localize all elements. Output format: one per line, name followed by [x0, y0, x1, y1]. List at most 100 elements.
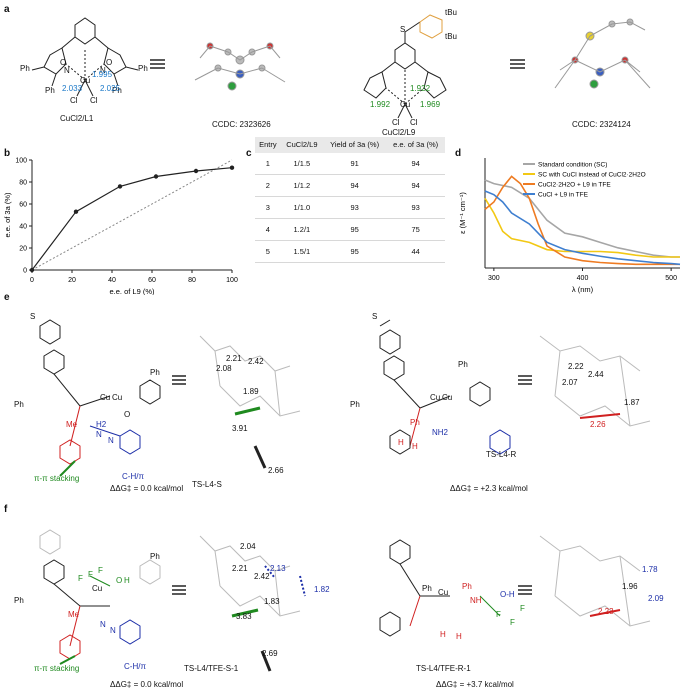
atom-Ph: Ph	[150, 552, 160, 561]
atom-Ph: Ph	[462, 582, 472, 591]
distance: 2.13	[270, 564, 286, 573]
series-line	[484, 179, 680, 258]
x-tick-label: 40	[108, 277, 116, 284]
atom-N: N	[100, 66, 106, 75]
cell: 1/1.2	[280, 174, 323, 197]
distance: 2.21	[232, 564, 248, 573]
atom-H: H	[456, 632, 462, 641]
panel-f-structures	[39, 529, 651, 672]
cell: 93	[386, 196, 445, 219]
bond-length: 1.992	[370, 100, 391, 109]
atom-Cu: Cu	[400, 100, 411, 109]
cell: 94	[386, 153, 445, 175]
cell: 3	[255, 196, 281, 219]
bond-length: 2.025	[100, 84, 121, 93]
distance: 2.66	[268, 466, 284, 475]
cell: 93	[322, 196, 387, 219]
ts-label: TS-L4/TFE-R-1	[416, 664, 471, 673]
bond-length: 1.995	[92, 70, 113, 79]
y-tick-label: 80	[19, 180, 27, 187]
panel-label-f: f	[4, 504, 8, 515]
x-tick-label: 20	[68, 277, 76, 284]
atom-Ph: Ph	[112, 86, 122, 95]
panel-label-e: e	[4, 292, 10, 303]
x-tick-label: 80	[188, 277, 196, 284]
distance: 1.96	[622, 582, 638, 591]
atom-N: N	[64, 66, 70, 75]
cell: 95	[322, 240, 387, 263]
cell: 1	[255, 153, 281, 175]
atom-Ph: Ph	[20, 64, 30, 73]
y-tick-label: 40	[19, 224, 27, 231]
data-point	[193, 168, 199, 174]
atom-N: N	[110, 626, 116, 635]
atom-Cu: Cu	[438, 588, 449, 597]
atom-H2: H2	[96, 420, 107, 429]
atom-F: F	[510, 618, 515, 627]
atom-Ph: Ph	[150, 368, 160, 377]
series-line	[484, 197, 680, 258]
distance: 1.89	[243, 387, 259, 396]
atom-Cu: Cu	[112, 393, 123, 402]
atom-F: F	[496, 610, 501, 619]
atom-Ph: Ph	[14, 400, 24, 409]
y-tick-label: 0	[23, 268, 27, 275]
atom-Cu: Cu	[442, 393, 453, 402]
atom-Cu: Cu	[100, 393, 111, 402]
distance: 2.42	[248, 357, 264, 366]
y-axis-label: e.e. of 3a (%)	[3, 192, 12, 238]
series-line	[484, 190, 681, 266]
complex-label: CuCl2/L9	[382, 128, 416, 137]
atom-F: F	[520, 604, 525, 613]
distance: 2.42	[254, 572, 270, 581]
atom-Me: Me	[68, 610, 80, 619]
x-tick-label: 300	[488, 275, 500, 282]
cell: 5	[255, 240, 281, 263]
series-line	[484, 175, 680, 266]
atom-Cu: Cu	[92, 584, 103, 593]
ddg-label: ΔΔG‡ = 0.0 kcal/mol	[110, 680, 184, 689]
x-tick-label: 60	[148, 277, 156, 284]
diagonal-reference	[31, 159, 233, 271]
distance: 1.78	[642, 565, 658, 574]
atom-Ph: Ph	[410, 418, 420, 427]
distance: 2.08	[216, 364, 232, 373]
col-header: e.e. of 3a (%)	[386, 137, 445, 153]
distance: 2.44	[588, 370, 604, 379]
series-line	[31, 167, 233, 271]
atom-NH: NH	[470, 596, 482, 605]
distance: 2.69	[262, 649, 278, 658]
atom-Cl: Cl	[90, 96, 98, 105]
ts-label: TS-L4/TFE-S-1	[184, 664, 239, 673]
bond-length: 1.969	[420, 100, 441, 109]
distance: 1.87	[624, 398, 640, 407]
legend-label: SC with CuCl instead of CuCl2·2H2O	[538, 172, 646, 179]
distance: 2.07	[562, 378, 578, 387]
atom-H: H	[398, 438, 404, 447]
atom-Cu: Cu	[80, 76, 91, 85]
cell: 94	[386, 174, 445, 197]
atom-S: S	[372, 312, 378, 321]
atom-NH2: NH2	[432, 428, 449, 437]
atom-S: S	[400, 25, 406, 34]
ccdc-label: CCDC: 2324124	[572, 120, 631, 129]
ccdc-label: CCDC: 2323626	[212, 120, 271, 129]
distance: 2.23	[598, 607, 614, 616]
atom-Ph: Ph	[138, 64, 148, 73]
atom-F: F	[98, 566, 103, 575]
atom-N: N	[108, 436, 114, 445]
atom-Ph: Ph	[350, 400, 360, 409]
pi-stacking-note: π-π stacking	[34, 474, 80, 483]
atom-O: O	[60, 58, 67, 67]
x-tick-label: 500	[665, 275, 677, 282]
cell: 94	[322, 174, 387, 197]
panel-label-b: b	[4, 148, 11, 159]
x-tick-label: 0	[30, 277, 34, 284]
col-header: Entry	[255, 137, 281, 153]
panel-label-d: d	[455, 148, 462, 159]
pi-stacking-note: π-π stacking	[34, 664, 80, 673]
